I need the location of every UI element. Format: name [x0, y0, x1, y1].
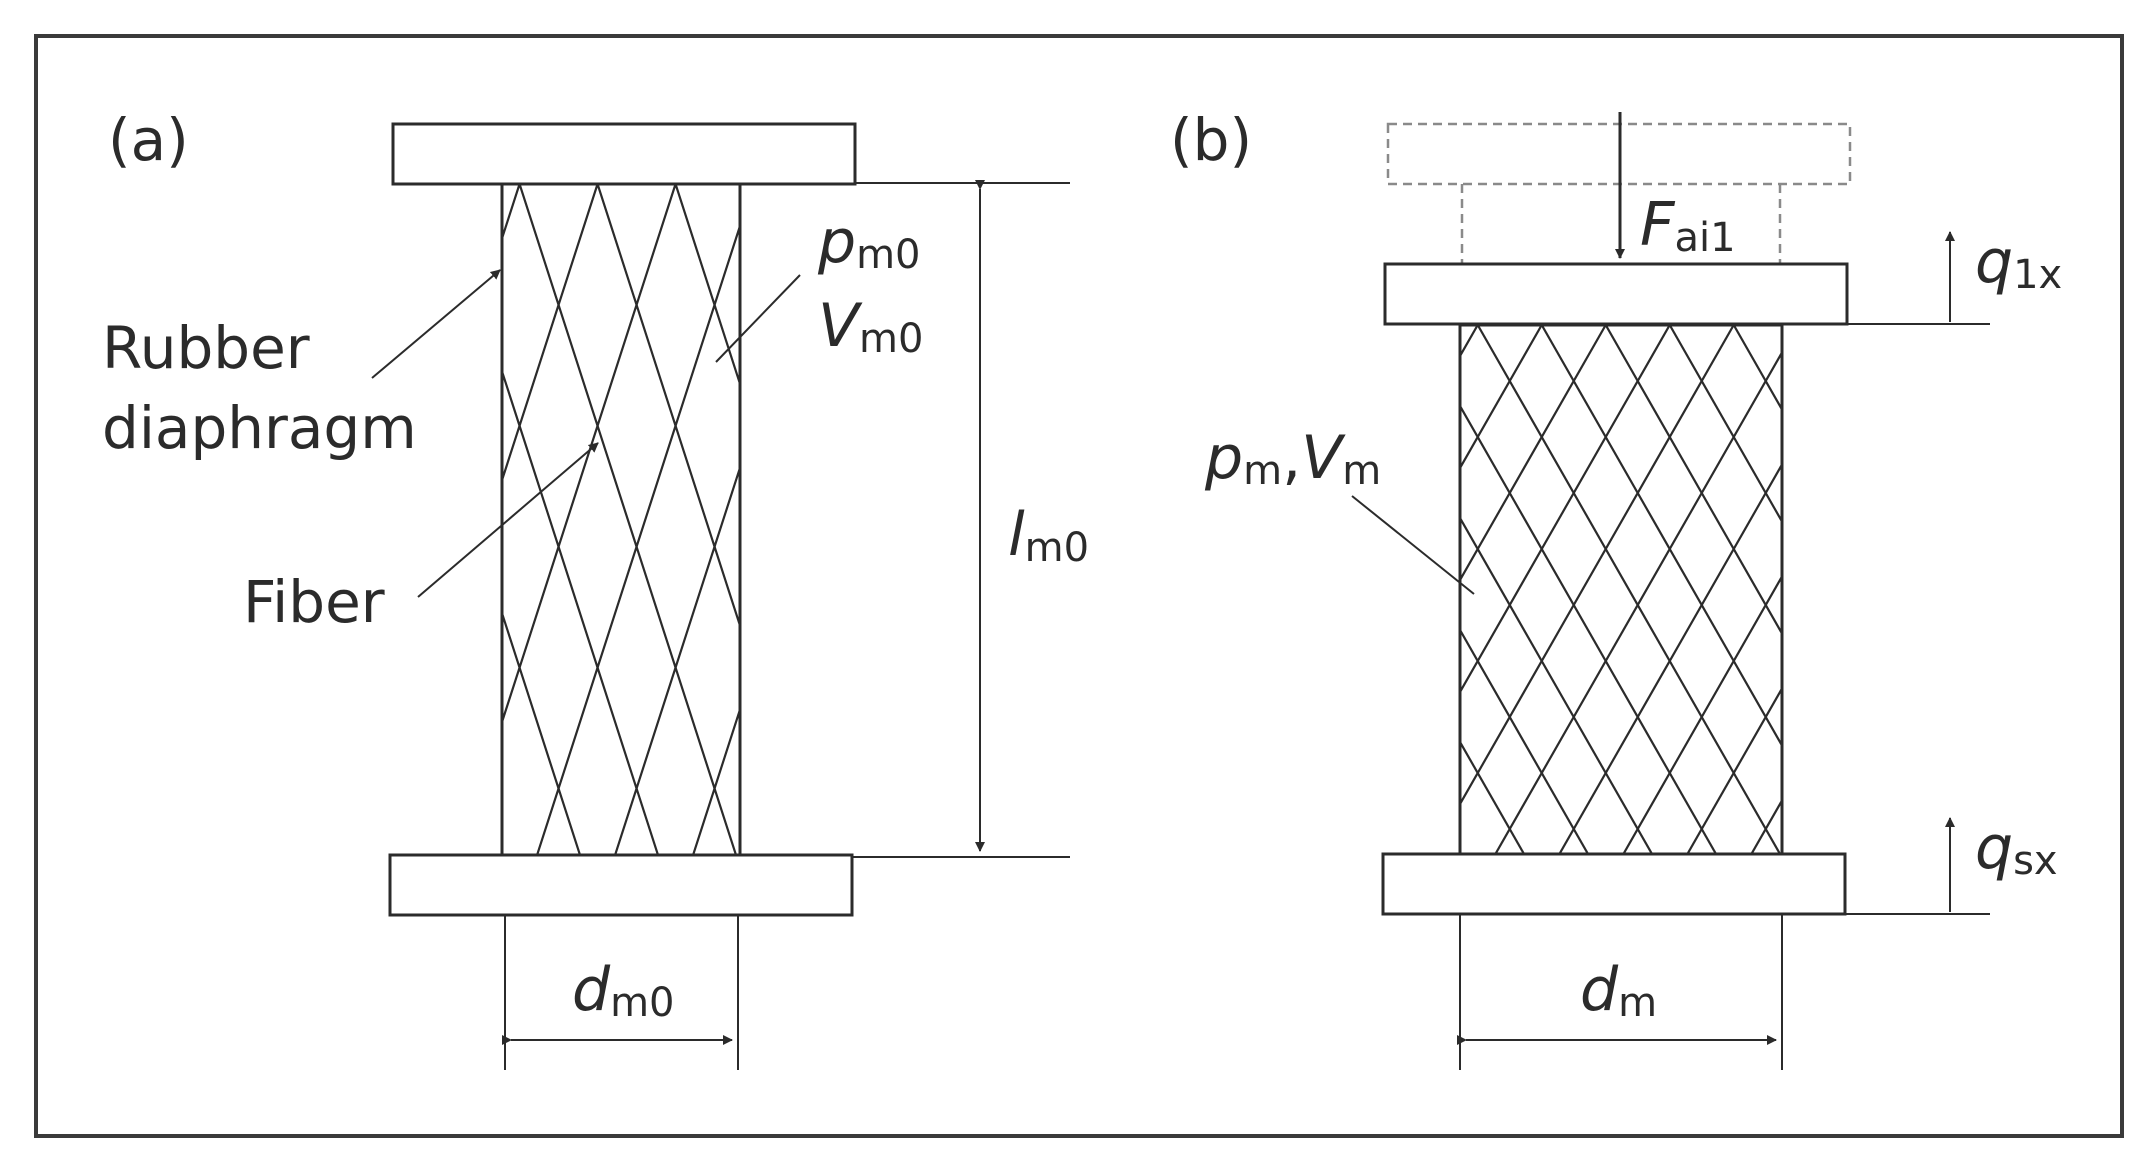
fiber-strand [1926, 325, 2148, 854]
fiber-strand [983, 325, 1285, 854]
fiber-strand [1111, 325, 1413, 854]
fiber-strand [754, 184, 970, 855]
outer-frame [34, 34, 2124, 1138]
fiber-strand [1476, 325, 1781, 853]
fiber-strand [692, 706, 740, 854]
fiber-strand [1558, 462, 1782, 853]
fiber-label: Fiber [243, 568, 385, 636]
fiber-strand [1460, 325, 1543, 471]
fiber-mesh-a [69, 184, 970, 855]
fiber-strand [536, 222, 740, 854]
rubber-diaphragm-a [500, 182, 742, 857]
fiber-strand [919, 325, 1221, 854]
rubber-label-line1: Rubber [102, 314, 310, 382]
fiber-strand [1990, 325, 2148, 854]
fiber-strand [518, 184, 737, 854]
panel-a-tag: (a) [108, 106, 189, 174]
fiber-strand [502, 184, 599, 484]
fiber-strand [1460, 325, 1671, 695]
fiber-strand [502, 851, 503, 854]
fiber-strand [1604, 325, 1782, 636]
rubber-leader-line [371, 269, 501, 379]
fiber-strand [1460, 739, 1525, 853]
pm0-label: pm0 [817, 207, 921, 278]
panel-b-tag: (b) [1170, 106, 1252, 174]
lm0-label: lm0 [1008, 500, 1089, 571]
panel-b: (b) Fai1 q1x qsx pm,Vm dm [855, 106, 2148, 1070]
fiber-strand [1460, 627, 1589, 853]
fiber-strand [2054, 325, 2148, 854]
rubber-label-line2: diaphragm [102, 394, 417, 462]
fiber-strand [1622, 574, 1782, 853]
fiber-strand [1494, 350, 1782, 853]
force-label: Fai1 [1640, 190, 1736, 261]
pm-vm-label: pm,Vm [1204, 423, 1381, 494]
fiber-strand [1686, 686, 1782, 853]
fiber-strand [1460, 851, 1461, 853]
fiber-strand [1460, 325, 1479, 359]
fiber-strand [1460, 325, 1607, 583]
fiber-strand [1540, 325, 1782, 748]
fiber-strand [502, 367, 659, 854]
fiber-leader-line [417, 442, 599, 598]
q1x-label: q1x [1975, 227, 2062, 298]
fiber-strand [614, 464, 740, 854]
bottom-plate-b [1381, 852, 1847, 916]
fiber-strand [69, 184, 285, 855]
rubber-diaphragm-b [1458, 323, 1784, 856]
pv-leader-line-a [715, 274, 801, 363]
bottom-plate-a [388, 853, 854, 917]
fiber-strand [1047, 325, 1349, 854]
fiber-strand [1750, 798, 1782, 853]
fiber-strand [596, 184, 740, 630]
fiber-strand [502, 184, 677, 726]
fiber-strand [147, 184, 363, 855]
pv-leader-line-b [1351, 495, 1475, 595]
fiber-strand [1668, 325, 1782, 524]
fiber-strand [502, 609, 581, 854]
fiber-strand [1798, 325, 2100, 854]
fiber-strand [1460, 515, 1653, 853]
fiber-strand [1460, 403, 1717, 853]
dm-label: dm [1580, 955, 1657, 1026]
fiber-mesh-b [855, 325, 2148, 854]
top-plate-b [1383, 262, 1849, 326]
qsx-label: qsx [1975, 813, 2058, 884]
fiber-strand [225, 184, 441, 855]
fiber-strand [1460, 325, 1735, 807]
fiber-strand [1732, 325, 1782, 412]
top-plate-a [391, 122, 857, 186]
dm0-label: dm0 [572, 955, 675, 1026]
fiber-strand [502, 184, 521, 242]
panel-a: (a) Rubber diaphragm Fiber pm0 Vm0 lm0 d… [69, 106, 1089, 1070]
fiber-strand [1862, 325, 2148, 854]
vm0-label: Vm0 [818, 291, 923, 362]
fiber-strand [674, 184, 740, 388]
fiber-strand [855, 325, 1157, 854]
